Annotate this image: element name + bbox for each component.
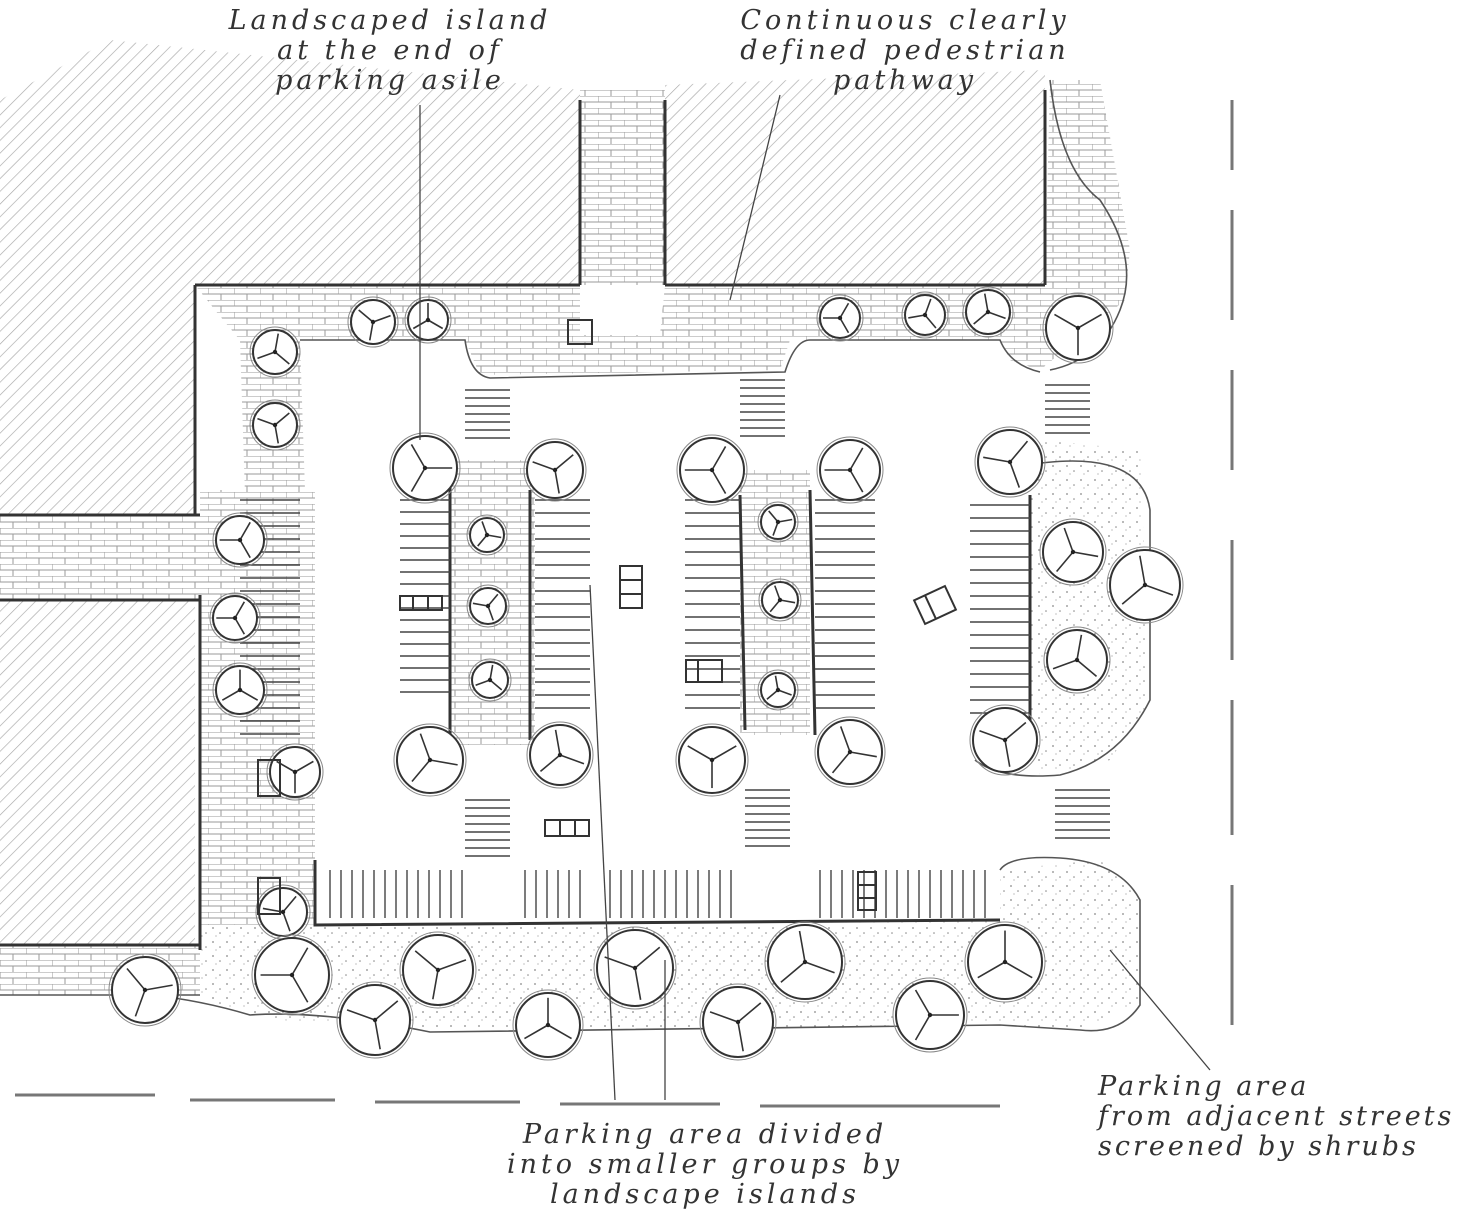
tree-icon xyxy=(676,434,748,506)
tree-icon xyxy=(764,921,846,1003)
car-icon xyxy=(685,659,723,683)
car-icon xyxy=(857,871,877,911)
tree-symbols xyxy=(108,286,1184,1061)
car-icon xyxy=(399,595,443,611)
car-icon xyxy=(544,819,590,837)
tree-icon xyxy=(1039,518,1107,586)
tree-icon xyxy=(816,436,884,504)
tree-icon xyxy=(757,501,799,543)
parking-stalls xyxy=(240,379,1110,918)
car-icon xyxy=(619,565,643,609)
tree-icon xyxy=(466,514,508,556)
tree-icon xyxy=(393,723,467,797)
tree-icon xyxy=(814,716,886,788)
tree-icon xyxy=(266,743,324,801)
tree-icon xyxy=(526,721,594,789)
tree-icon xyxy=(699,983,777,1061)
tree-icon xyxy=(512,989,584,1061)
car-icon xyxy=(567,319,593,345)
tree-icon xyxy=(901,291,949,339)
tree-icon xyxy=(212,662,268,718)
tree-icon xyxy=(212,512,268,568)
leader-lines xyxy=(419,94,1211,1101)
tree-icon xyxy=(336,981,414,1059)
tree-icon xyxy=(1043,626,1111,694)
tree-icon xyxy=(399,931,477,1009)
tree-icon xyxy=(249,399,301,451)
building-areas xyxy=(0,40,1045,950)
site-outlines xyxy=(0,90,1047,950)
car-symbols xyxy=(257,319,958,915)
car-icon xyxy=(912,584,958,626)
street-edges xyxy=(15,100,1234,1108)
label-parking-screened: Parking area from adjacent streets scree… xyxy=(1098,1071,1455,1162)
tree-icon xyxy=(757,669,799,711)
tree-icon xyxy=(389,432,461,504)
tree-icon xyxy=(255,884,311,940)
tree-icon xyxy=(1106,546,1184,624)
tree-icon xyxy=(251,934,333,1016)
tree-icon xyxy=(816,294,864,342)
tree-icon xyxy=(209,592,261,644)
tree-icon xyxy=(523,438,587,502)
label-pedestrian-pathway: Continuous clearly defined pedestrian pa… xyxy=(740,5,1070,96)
tree-icon xyxy=(675,723,749,797)
car-icon xyxy=(257,877,281,915)
tree-icon xyxy=(466,584,510,628)
tree-icon xyxy=(974,426,1046,498)
tree-icon xyxy=(892,977,968,1053)
tree-icon xyxy=(249,326,301,378)
tree-icon xyxy=(758,578,802,622)
tree-icon xyxy=(593,926,677,1010)
tree-icon xyxy=(404,296,452,344)
label-parking-divided: Parking area divided into smaller groups… xyxy=(506,1119,904,1210)
tree-icon xyxy=(347,296,399,348)
tree-icon xyxy=(962,286,1014,338)
tree-icon xyxy=(468,658,512,702)
tree-icon xyxy=(108,953,182,1027)
tree-icon xyxy=(969,704,1041,776)
label-landscaped-island: Landscaped island at the end of parking … xyxy=(228,5,552,96)
tree-icon xyxy=(1042,292,1114,364)
car-icon xyxy=(257,759,281,797)
tree-icon xyxy=(964,921,1046,1003)
